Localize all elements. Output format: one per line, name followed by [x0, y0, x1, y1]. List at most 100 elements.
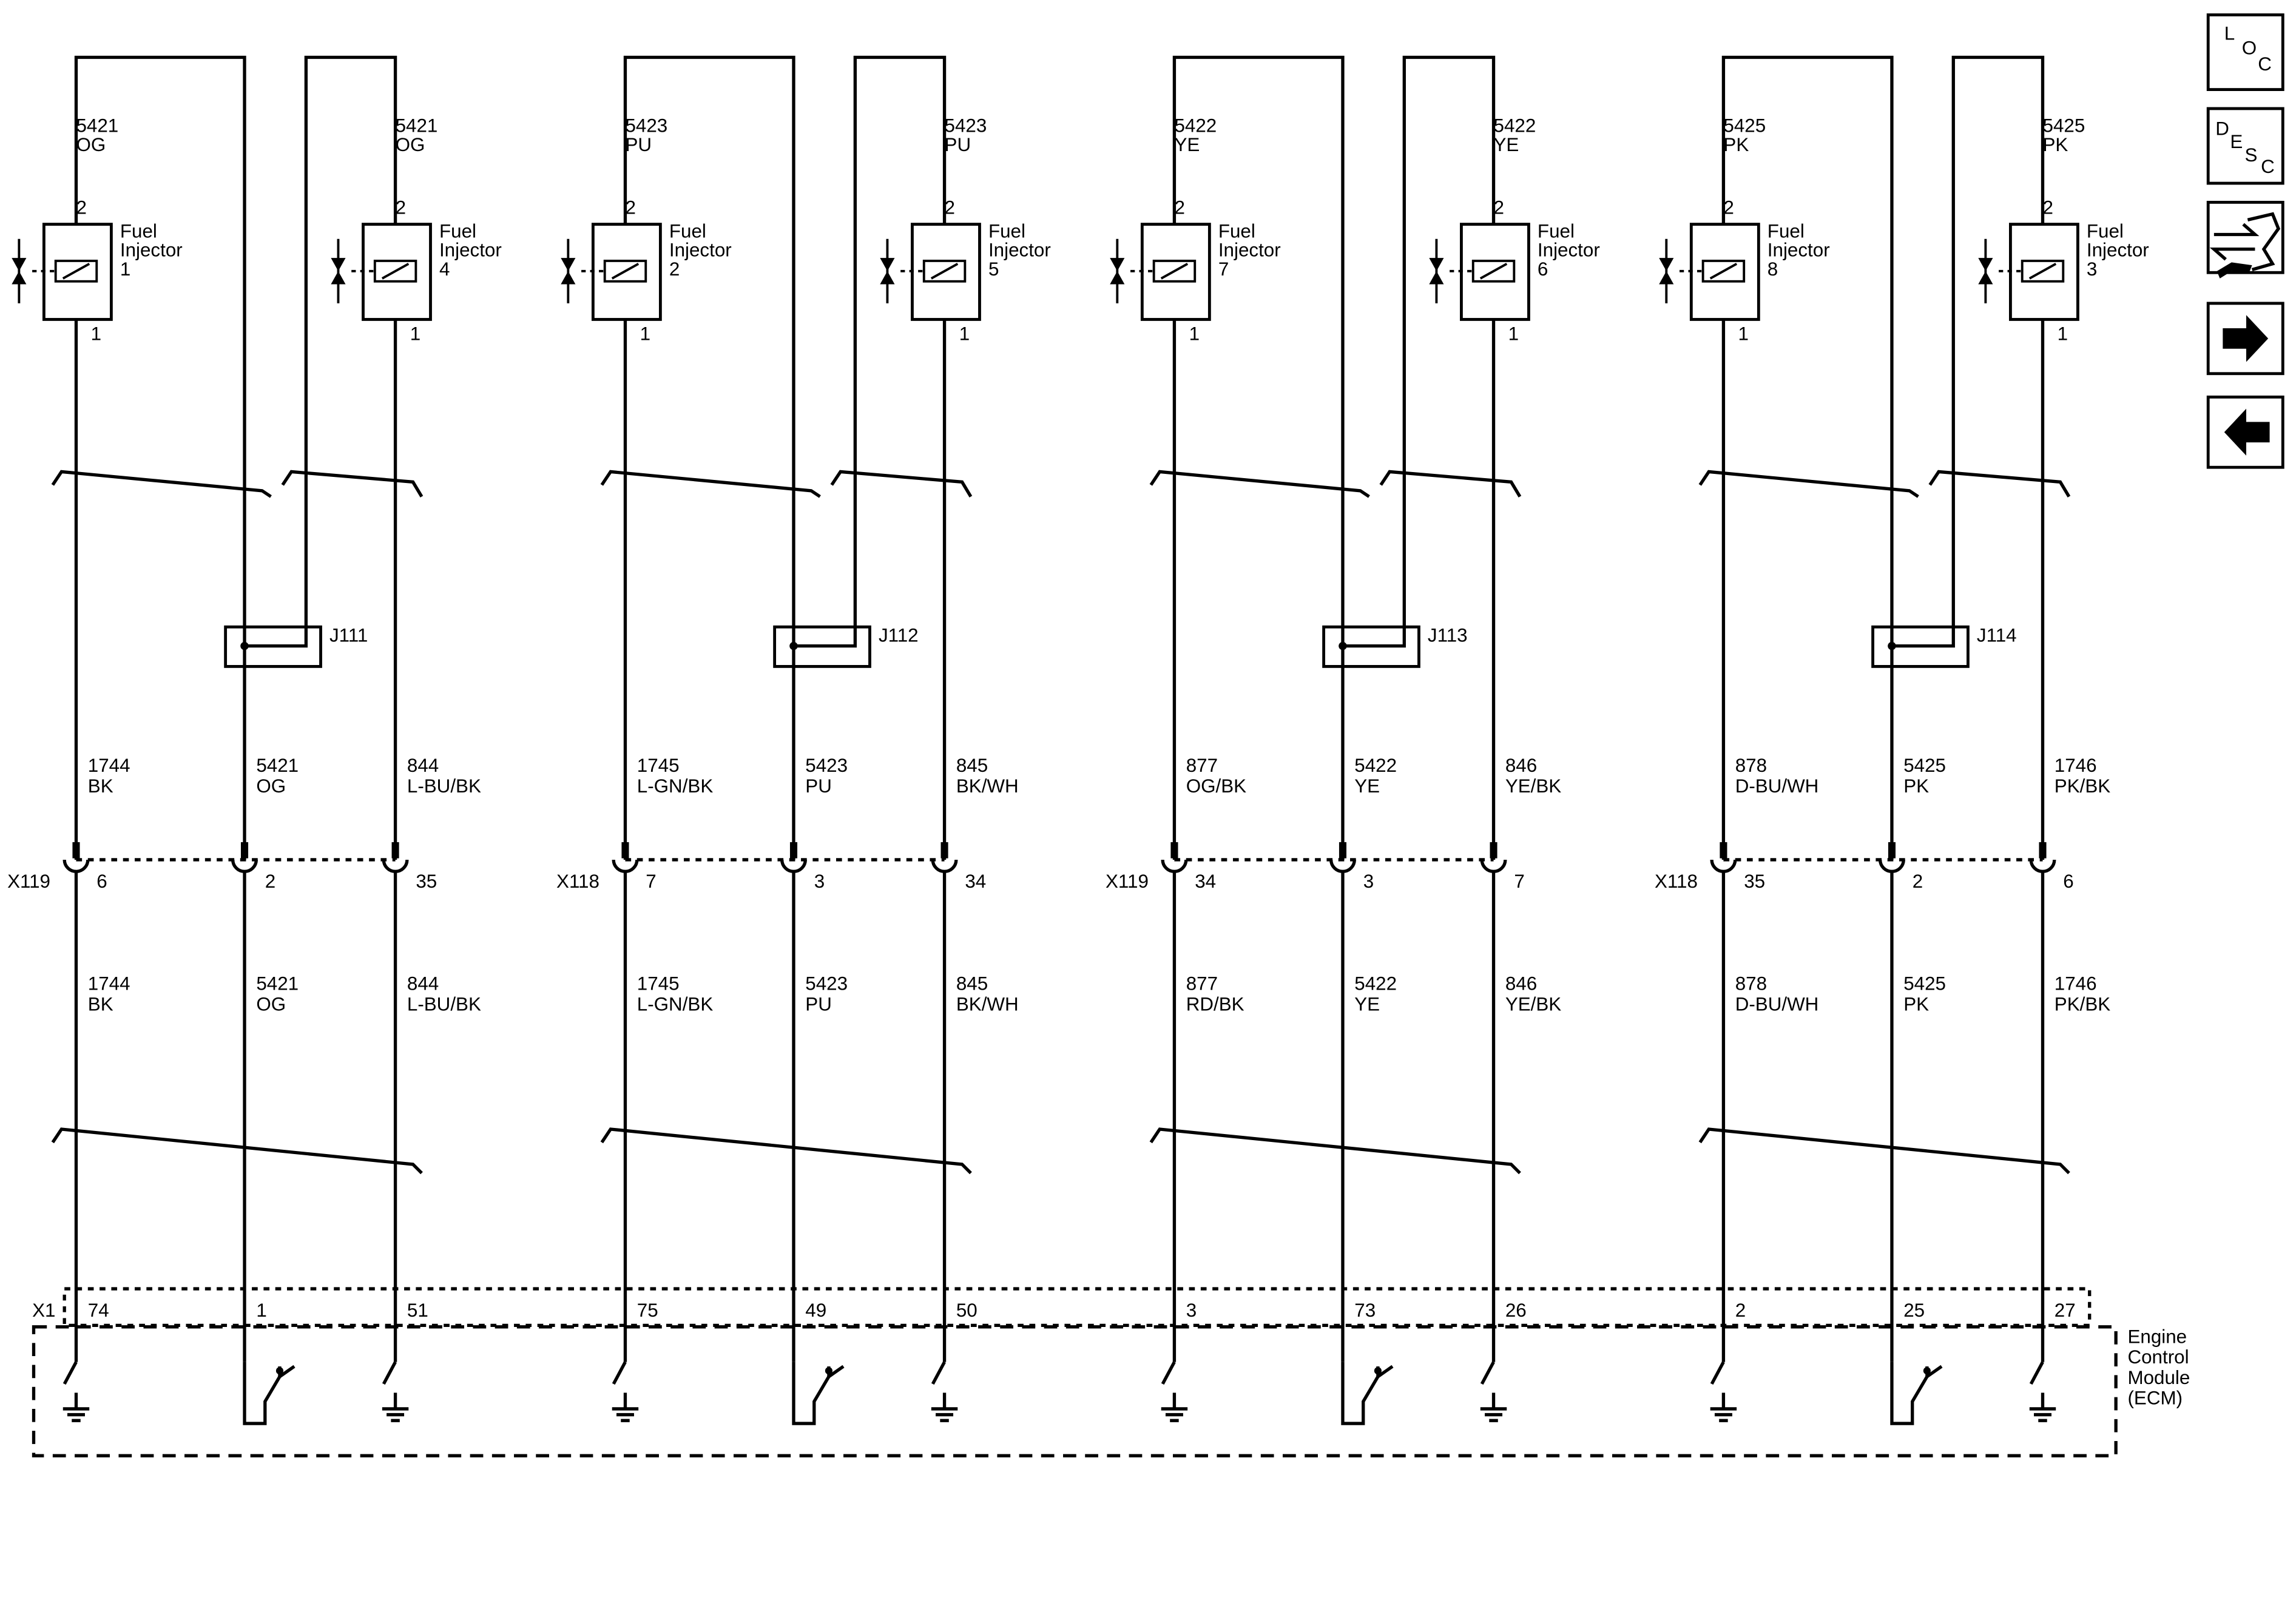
- wire-color: L-GN/BK: [637, 994, 714, 1015]
- terminal-icon: [1710, 859, 1737, 873]
- injector-label: 8: [1768, 258, 1778, 280]
- terminal-pin: [1888, 842, 1896, 859]
- wire-color: OG: [256, 775, 286, 797]
- pin-number: 1: [1189, 323, 1200, 344]
- wire-circuit-number: 844: [407, 973, 439, 994]
- ecm-pin-number: 1: [256, 1300, 266, 1321]
- switch-contact: [1890, 1362, 1929, 1425]
- pin-number: 2: [2043, 197, 2053, 218]
- injector-label: Fuel: [1538, 220, 1575, 241]
- previous-page-button[interactable]: [2206, 395, 2284, 469]
- solenoid-icon: [62, 263, 90, 280]
- wire-color: L-GN/BK: [637, 775, 714, 797]
- injector-label: Injector: [120, 240, 183, 261]
- wire: [245, 627, 308, 648]
- ecm-pin-number: 74: [88, 1300, 109, 1321]
- solenoid-icon: [381, 263, 410, 280]
- injector-label: 2: [669, 258, 680, 280]
- solenoid-icon: [1479, 263, 1508, 280]
- terminal-icon: [612, 859, 639, 873]
- wire: [74, 55, 246, 860]
- wire: [1172, 55, 1345, 860]
- wire-color: PU: [805, 994, 832, 1015]
- harness-break: [1928, 470, 2071, 498]
- wire-circuit-number: 5423: [625, 115, 667, 137]
- wire-color: BK: [88, 994, 113, 1015]
- loc-button[interactable]: LOC: [2206, 13, 2284, 92]
- wire-color: YE/BK: [1505, 994, 1561, 1015]
- arrow-left-icon: [2224, 408, 2270, 456]
- injector-label: 6: [1538, 258, 1548, 280]
- wire-color: RD/BK: [1186, 994, 1244, 1015]
- switch-pivot: [275, 1367, 283, 1375]
- solenoid-icon: [1160, 263, 1189, 280]
- loc-button-glyph: O: [2242, 38, 2257, 59]
- ecm-pin-number: 3: [1186, 1300, 1197, 1321]
- harness-break: [281, 470, 424, 498]
- wire-circuit-number: 1745: [637, 755, 680, 776]
- wire-color: PK: [1903, 994, 1929, 1015]
- ecm-pin-number: 49: [805, 1300, 826, 1321]
- wire-circuit-number: 5422: [1354, 755, 1397, 776]
- pin-number: 1: [91, 323, 101, 344]
- wire-circuit-number: 878: [1735, 755, 1767, 776]
- injector-label: Injector: [1538, 240, 1600, 261]
- connector-wrench-icon: [2209, 247, 2255, 261]
- connector-views-button[interactable]: [2206, 200, 2284, 279]
- injector-label: Fuel: [2087, 220, 2124, 241]
- injector-label: Injector: [988, 240, 1051, 261]
- desc-button-glyph: E: [2230, 131, 2243, 152]
- solenoid-icon: [2028, 263, 2057, 280]
- harness-break: [600, 470, 821, 498]
- solenoid-icon: [922, 260, 967, 283]
- pin-number: 7: [1514, 871, 1524, 892]
- pin-number: 35: [416, 871, 437, 892]
- terminal-icon: [1480, 859, 1507, 873]
- next-page-button[interactable]: [2206, 302, 2284, 376]
- splice-dot: [240, 641, 249, 650]
- solenoid-icon: [373, 260, 417, 283]
- pin-number: 2: [1913, 871, 1923, 892]
- harness-break: [1698, 470, 1919, 498]
- wire-color: OG/BK: [1186, 775, 1246, 797]
- pin-number: 1: [2058, 323, 2068, 344]
- wire-color: PK: [1903, 775, 1929, 797]
- injector-label: Injector: [2087, 240, 2149, 261]
- ecm-pin-number: 51: [407, 1300, 428, 1321]
- desc-button-glyph: C: [2261, 156, 2275, 177]
- desc-button-glyph: S: [2245, 144, 2258, 166]
- wire-color: OG: [76, 134, 106, 155]
- wire-circuit-number: 5422: [1174, 115, 1217, 137]
- loc-button-frame: [2206, 13, 2284, 92]
- injector-group: 5425PK21FuelInjector85425PK21FuelInjecto…: [1655, 55, 2149, 1425]
- wire-color: PK: [2043, 134, 2068, 155]
- terminal-pin: [1170, 842, 1178, 859]
- inline-connector-label: X118: [1655, 871, 1698, 892]
- pin-number: 34: [965, 871, 986, 892]
- switch-pivot: [1374, 1367, 1382, 1375]
- pin-number: 2: [1723, 197, 1734, 218]
- injector-label: Fuel: [669, 220, 706, 241]
- wire-color: PU: [945, 134, 971, 155]
- injector-group: 5421OG21FuelInjector15421OG21FuelInjecto…: [7, 55, 502, 1425]
- wire-circuit-number: 844: [407, 755, 439, 776]
- solenoid-icon: [1471, 260, 1516, 283]
- injector-label: 7: [1218, 258, 1229, 280]
- ecm-pin-number: 25: [1903, 1300, 1925, 1321]
- wire-circuit-number: 5425: [1723, 115, 1766, 137]
- terminal-icon: [2029, 859, 2056, 873]
- harness-break: [600, 1127, 972, 1175]
- switch-contact: [612, 1361, 627, 1385]
- wire-circuit-number: 845: [956, 755, 988, 776]
- ecm-pin-number: 73: [1354, 1300, 1376, 1321]
- harness-break: [1149, 1127, 1521, 1175]
- switch-pivot: [1923, 1367, 1931, 1375]
- switch-contact: [2029, 1361, 2044, 1385]
